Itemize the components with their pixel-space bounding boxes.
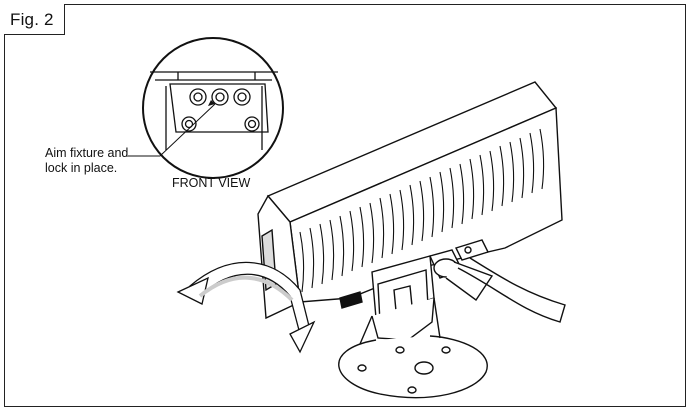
rotation-arrow-icon bbox=[176, 261, 316, 354]
leader-arrowhead bbox=[208, 100, 215, 106]
aim-instruction: Aim fixture and lock in place. bbox=[45, 146, 175, 176]
cooling-fins bbox=[299, 128, 545, 293]
aim-instruction-line-1: Aim fixture and bbox=[45, 146, 129, 160]
callout-leader-line bbox=[128, 103, 216, 157]
front-view-label: FRONT VIEW bbox=[172, 176, 251, 190]
aim-instruction-line-2: lock in place. bbox=[45, 161, 118, 175]
mounting-bracket bbox=[339, 255, 435, 341]
figure-label: Fig. 2 bbox=[4, 4, 65, 35]
power-cable bbox=[457, 257, 566, 323]
fixture-housing bbox=[257, 81, 563, 320]
figure-frame bbox=[4, 4, 686, 407]
base-plate bbox=[338, 297, 488, 399]
front-view-detail bbox=[142, 37, 284, 179]
